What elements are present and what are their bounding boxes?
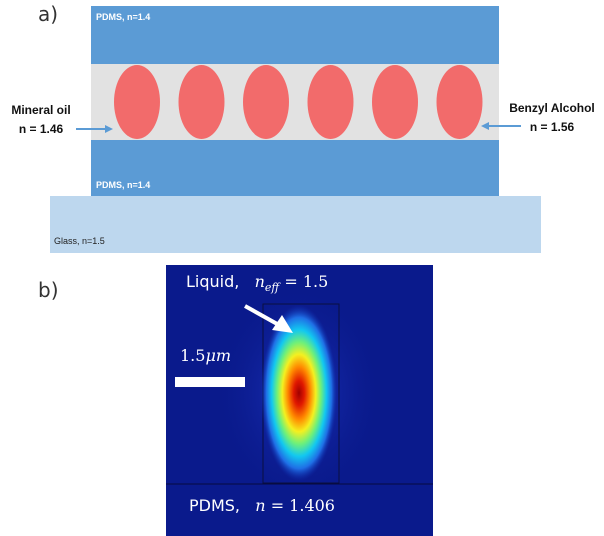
scale-bar-label: 1.5μm (180, 346, 231, 365)
scale-bar (175, 377, 245, 387)
mineral-oil-index: n = 1.46 (18, 122, 64, 136)
neff-subscript: eff (264, 281, 280, 295)
mode-profile-simulation (166, 265, 433, 536)
scale-value: 1.5 (180, 346, 206, 365)
pdms-top-layer (91, 6, 499, 64)
waveguide-cross-section-diagram (50, 6, 541, 253)
neff-value: = 1.5 (284, 272, 329, 291)
pdms-top-label: PDMS, n=1.4 (96, 12, 151, 22)
benzyl-alcohol-label: Benzyl Alcohol n = 1.56 (500, 99, 604, 137)
droplet (307, 65, 354, 139)
scale-unit: μm (205, 346, 232, 365)
mode-intensity (261, 305, 337, 481)
mineral-oil-name: Mineral oil (11, 103, 71, 117)
pdms-bottom-layer (91, 140, 499, 196)
benzyl-alcohol-droplets (114, 65, 483, 139)
mineral-oil-label: Mineral oil n = 1.46 (0, 101, 82, 139)
pdms-index-annotation: PDMS, n = 1.406 (189, 496, 335, 515)
pdms-value: = 1.406 (270, 496, 335, 515)
droplet (243, 65, 289, 139)
pdms-bottom-label: PDMS, n=1.4 (96, 180, 151, 190)
droplet (178, 65, 225, 139)
liquid-pointer-arrow (244, 304, 280, 327)
benzyl-alcohol-index: n = 1.56 (529, 120, 575, 134)
neff-symbol: n (254, 272, 265, 291)
pdms-symbol: n (255, 496, 266, 515)
droplet (114, 65, 160, 139)
liquid-pointer-arrowhead (272, 315, 293, 333)
droplet (372, 65, 418, 139)
neff-annotation: Liquid, neff = 1.5 (186, 272, 328, 294)
liquid-label: Liquid, (186, 272, 240, 291)
benzyl-alcohol-arrowhead (481, 122, 489, 130)
benzyl-alcohol-name: Benzyl Alcohol (509, 101, 595, 115)
panel-b-label: b) (38, 278, 59, 302)
glass-substrate (50, 196, 541, 253)
mineral-oil-arrowhead (105, 125, 113, 133)
panel-a-label: a) (38, 2, 59, 26)
droplet (436, 65, 483, 139)
pdms-label: PDMS, (189, 496, 241, 515)
glass-label: Glass, n=1.5 (54, 236, 105, 246)
